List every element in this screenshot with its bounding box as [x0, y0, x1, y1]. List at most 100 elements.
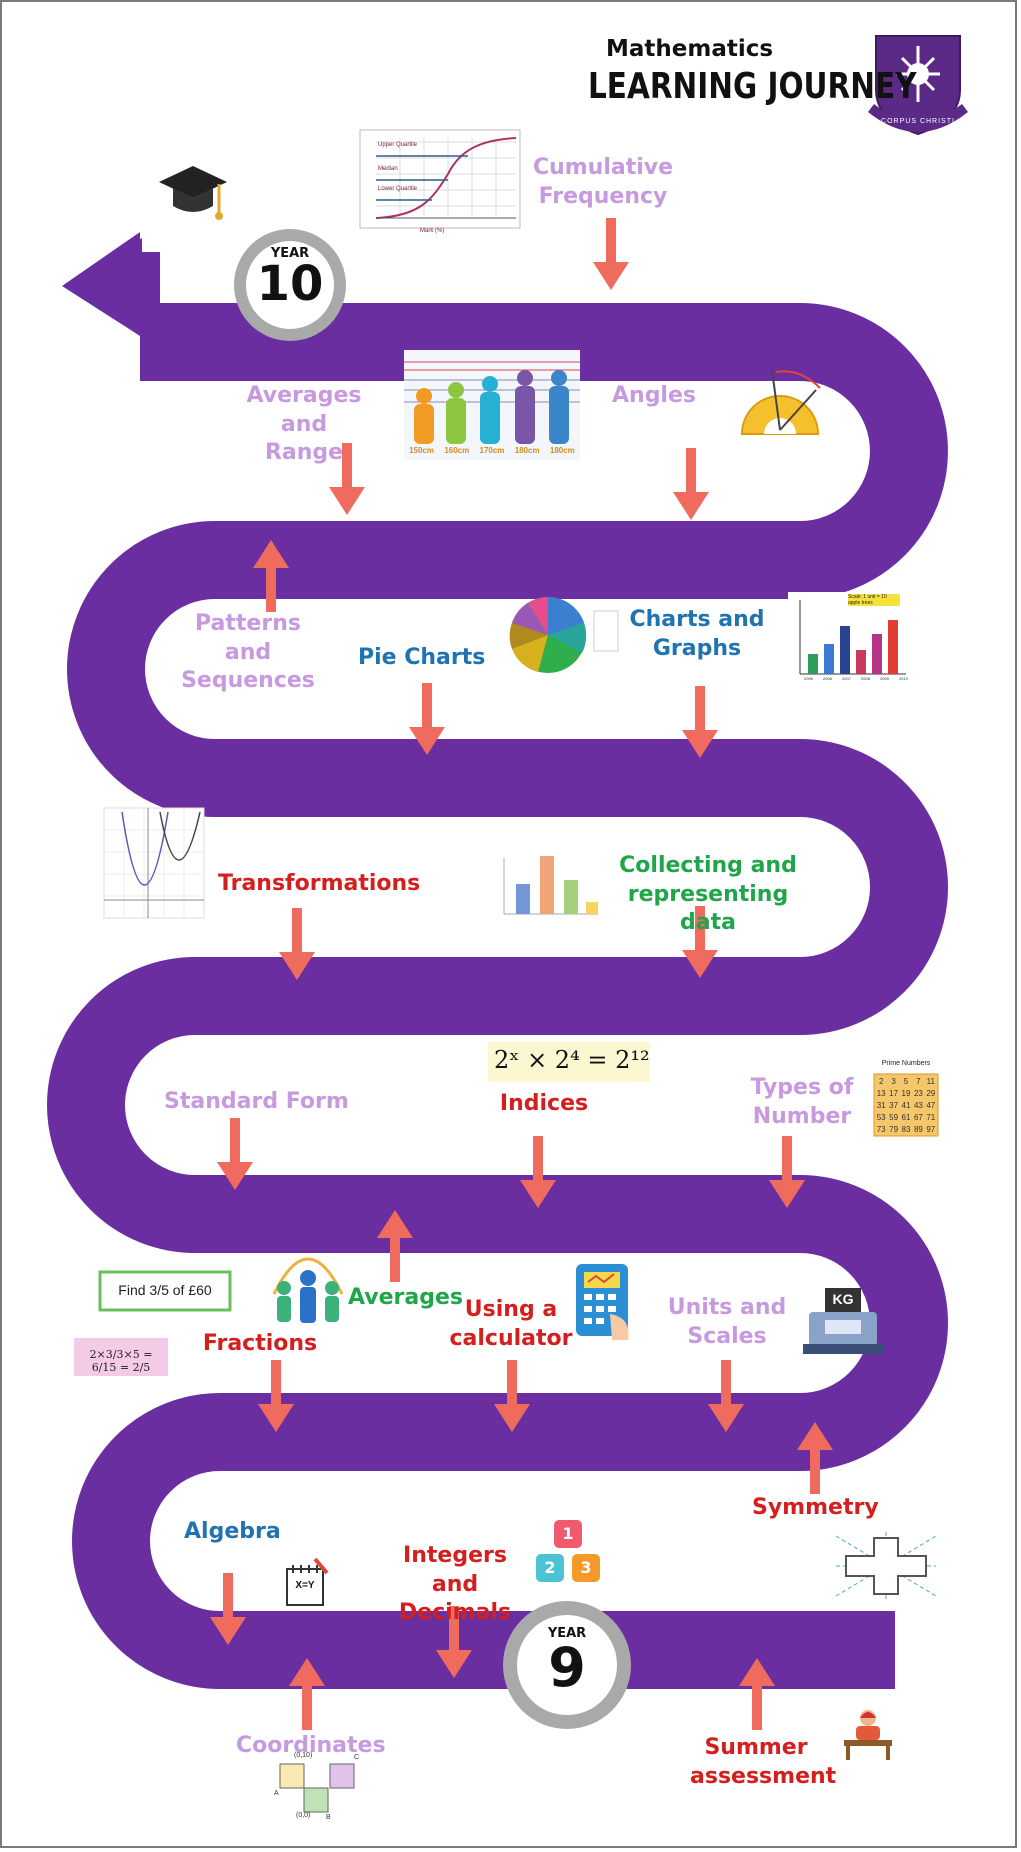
- prime-number: 41: [901, 1101, 911, 1110]
- height-label: 160cm: [444, 446, 470, 455]
- coord-label-a: A: [274, 1790, 279, 1797]
- year9-label: YEAR: [547, 1626, 587, 1641]
- fraction-calc-text: 2×3/3×5 = 6/15 = 2/5: [89, 1348, 153, 1374]
- arrow-down: [210, 1573, 246, 1645]
- topic-types-of-number: Types of Number: [750, 1075, 854, 1129]
- arrow-down: [409, 683, 445, 755]
- topic-angles: Angles: [612, 383, 696, 408]
- bar-year-label: 2005: [804, 676, 813, 681]
- algebra-label: X=Y: [295, 1580, 315, 1591]
- prime-number: 17: [889, 1089, 899, 1098]
- crest-logo: [868, 35, 968, 136]
- arrow-down: [329, 443, 365, 515]
- arrow-down: [593, 218, 629, 290]
- crest-text: CORPUS CHRISTI: [881, 118, 955, 125]
- prime-number: 13: [876, 1089, 886, 1098]
- arrow-up: [797, 1422, 833, 1494]
- scale-icon: [803, 1288, 883, 1354]
- arrow-up: [739, 1658, 775, 1730]
- graduation-cap-icon: [159, 166, 227, 220]
- bar-year-label: 2010: [899, 676, 908, 681]
- coord-label-c: C: [354, 1754, 360, 1761]
- arrow-up: [289, 1658, 325, 1730]
- block-2: 2: [544, 1558, 556, 1577]
- arrow-up: [377, 1210, 413, 1282]
- transformations-graph: [103, 807, 205, 919]
- topic-integers-decimals: Integers and Decimals: [398, 1543, 512, 1626]
- prime-number: 53: [876, 1113, 886, 1122]
- bar-year-label: 2008: [861, 676, 870, 681]
- block-3: 3: [580, 1558, 592, 1577]
- cf-lower-quartile: Lower Quartile: [378, 186, 418, 192]
- prime-numbers-grid: [873, 1073, 939, 1137]
- arrow-down: [258, 1360, 294, 1432]
- bar-year-label: 2009: [880, 676, 889, 681]
- coordinates-grid: [279, 1763, 355, 1813]
- coord-label-00: (0,0): [296, 1812, 311, 1819]
- prime-number: 43: [913, 1101, 923, 1110]
- prime-number: 97: [926, 1125, 936, 1134]
- coord-label-010: (0,10): [294, 1752, 313, 1759]
- subject-title: Mathematics: [606, 36, 774, 62]
- year10-number: 10: [256, 256, 324, 312]
- prime-number: 29: [926, 1089, 936, 1098]
- prime-number: 79: [889, 1125, 899, 1134]
- symmetry-shape: [835, 1532, 937, 1600]
- topic-transformations: Transformations: [218, 871, 421, 896]
- prime-number: 71: [926, 1113, 936, 1122]
- cumulative-frequency-graph: [359, 129, 521, 229]
- topic-using-calculator: Using a calculator: [449, 1297, 573, 1351]
- arrow-down: [494, 1360, 530, 1432]
- topic-coordinates: Coordinates: [236, 1733, 386, 1758]
- height-label: 170cm: [479, 446, 505, 455]
- cf-upper-quartile: Upper Quartile: [378, 142, 418, 148]
- topic-collecting-data: Collecting and representing data: [619, 853, 797, 936]
- arrow-down: [436, 1606, 472, 1678]
- number-blocks-icon: [536, 1520, 600, 1582]
- year9-badge: [503, 1601, 631, 1729]
- prime-number: 7: [916, 1077, 921, 1086]
- fraction-find-box: [98, 1270, 232, 1312]
- bar-year-label: 2006: [823, 676, 832, 681]
- page-title: LEARNING JOURNEY: [588, 66, 917, 107]
- arrow-up: [253, 540, 289, 612]
- collecting-data-chart: [503, 856, 598, 915]
- prime-number: 67: [913, 1113, 923, 1122]
- bar-chart-scale: Scale: 1 unit = 10 apple trees: [848, 594, 887, 606]
- topic-averages: Averages: [348, 1285, 463, 1310]
- prime-number: 3: [891, 1077, 896, 1086]
- heights-image: [404, 350, 580, 460]
- prime-number: 89: [913, 1125, 923, 1134]
- topic-symmetry: Symmetry: [752, 1495, 879, 1520]
- bar-chart-image: [788, 592, 910, 682]
- topic-indices: Indices: [499, 1091, 589, 1116]
- road-path: [47, 303, 948, 1689]
- prime-number: 37: [889, 1101, 899, 1110]
- prime-number: 19: [901, 1089, 911, 1098]
- fraction-find-text: Find 3/5 of £60: [118, 1282, 212, 1298]
- year10-label: YEAR: [270, 246, 310, 261]
- arrow-down: [217, 1118, 253, 1190]
- arrow-down: [673, 448, 709, 520]
- pie-chart-image: [509, 597, 619, 673]
- topic-units-scales: Units and Scales: [667, 1295, 787, 1349]
- prime-number: 31: [876, 1101, 886, 1110]
- prime-number: 23: [913, 1089, 923, 1098]
- year10-badge: [234, 229, 346, 341]
- algebra-notepad-icon: [286, 1557, 329, 1606]
- prime-number: 5: [903, 1077, 909, 1086]
- calculator-icon: [576, 1264, 629, 1340]
- topic-standard-form: Standard Form: [164, 1089, 349, 1114]
- height-label: 150cm: [409, 446, 435, 455]
- prime-number: 11: [926, 1077, 935, 1086]
- cf-median: Median: [378, 166, 398, 172]
- averages-icon: [272, 1257, 344, 1323]
- prime-number: 47: [926, 1101, 936, 1110]
- scale-kg-label: KG: [832, 1291, 854, 1307]
- topic-cumulative-frequency: Cumulative Frequency: [532, 155, 674, 209]
